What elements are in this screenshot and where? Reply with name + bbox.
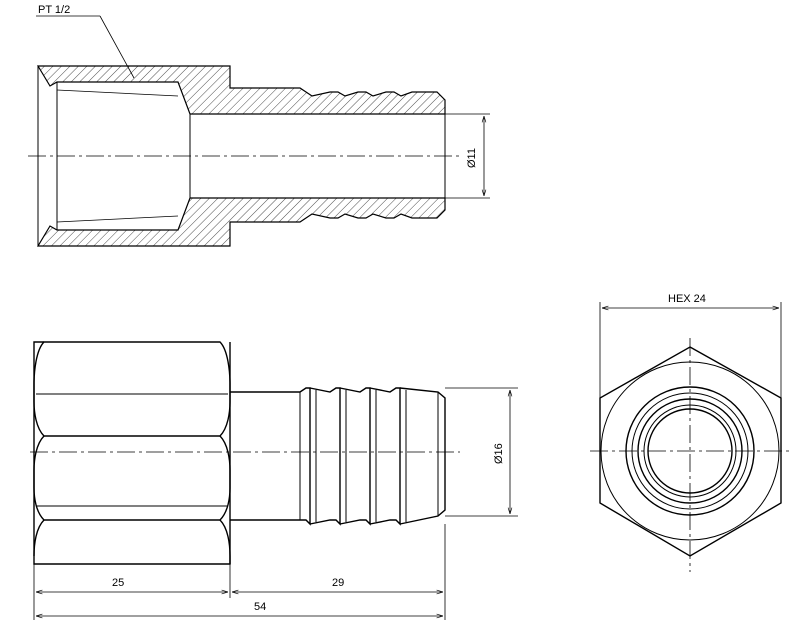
barb-profile	[230, 387, 311, 526]
section-lower-wall	[36, 197, 446, 247]
thread-label: PT 1/2	[38, 4, 70, 16]
section-view: PT 1/2 Ø11	[28, 4, 490, 247]
end-view: HEX 24	[590, 293, 792, 572]
hose-dim-label: Ø16	[493, 443, 505, 464]
barb-len-label: 29	[332, 577, 344, 589]
hex-dim-label: HEX 24	[668, 293, 706, 305]
bore-dim-label: Ø11	[466, 148, 478, 168]
side-view: Ø16 25 29 54	[30, 341, 518, 620]
section-upper-wall	[36, 65, 446, 115]
hex-len-label: 25	[112, 577, 124, 589]
hex-body	[33, 341, 231, 437]
total-len-label: 54	[254, 601, 266, 613]
